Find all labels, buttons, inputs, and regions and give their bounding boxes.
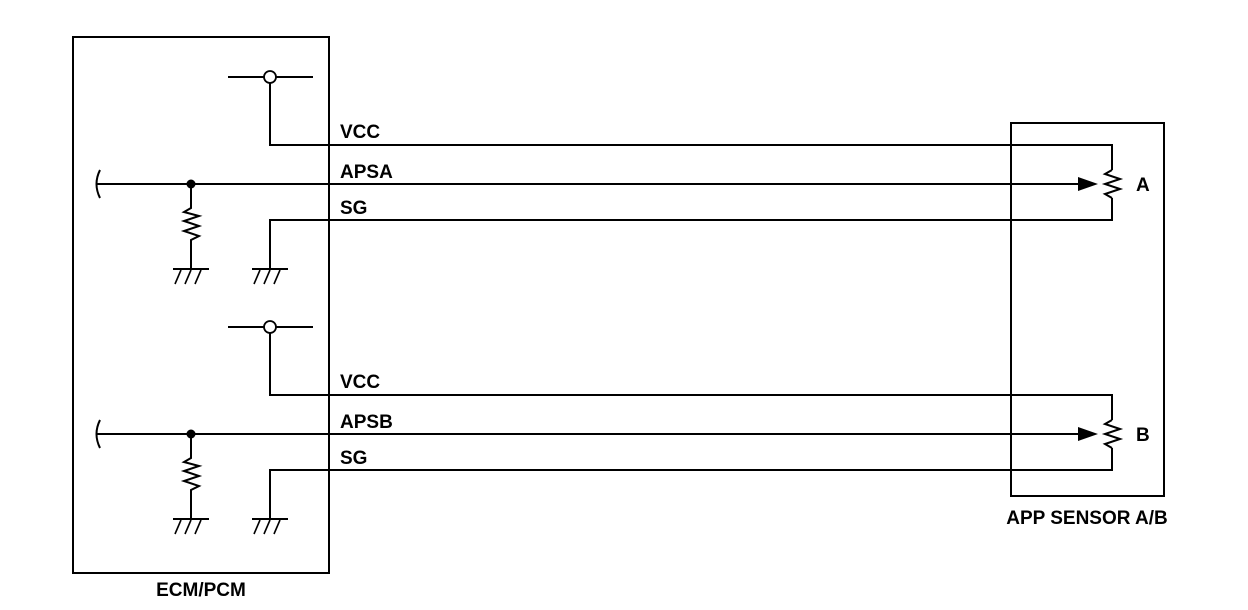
potentiometer-b [1101,419,1124,449]
potentiometer-a [1101,169,1124,199]
sg-wire-a [269,198,1113,269]
app-sensor-box [1010,122,1165,497]
vcc-terminal-b [263,320,277,334]
vcc-label-b: VCC [340,372,380,393]
ecm-pcm-box [72,36,330,574]
sg-label-a: SG [340,198,367,219]
vcc-wire-b [269,333,1113,420]
circuit-b [95,320,1124,535]
sg-label-b: SG [340,448,367,469]
ecm-pcm-label: ECM/PCM [156,580,246,601]
wiper-arrow-a [1078,177,1098,191]
ground-b-res [172,518,210,535]
apsa-label: APSA [340,162,393,183]
vcc-terminal-a [263,70,277,84]
resistor-b [180,434,203,519]
apsb-label: APSB [340,412,393,433]
sg-wire-b [269,448,1113,519]
vcc-label-a: VCC [340,122,380,143]
app-sensor-label: APP SENSOR A/B [1006,508,1168,529]
pot-b-label: B [1136,425,1150,446]
wiper-arrow-b [1078,427,1098,441]
ground-a-sg [251,268,289,285]
circuit-a [95,70,1124,285]
ground-b-sg [251,518,289,535]
vcc-wire-a [269,83,1113,170]
ground-a-res [172,268,210,285]
resistor-a [180,184,203,269]
pot-a-label: A [1136,175,1150,196]
